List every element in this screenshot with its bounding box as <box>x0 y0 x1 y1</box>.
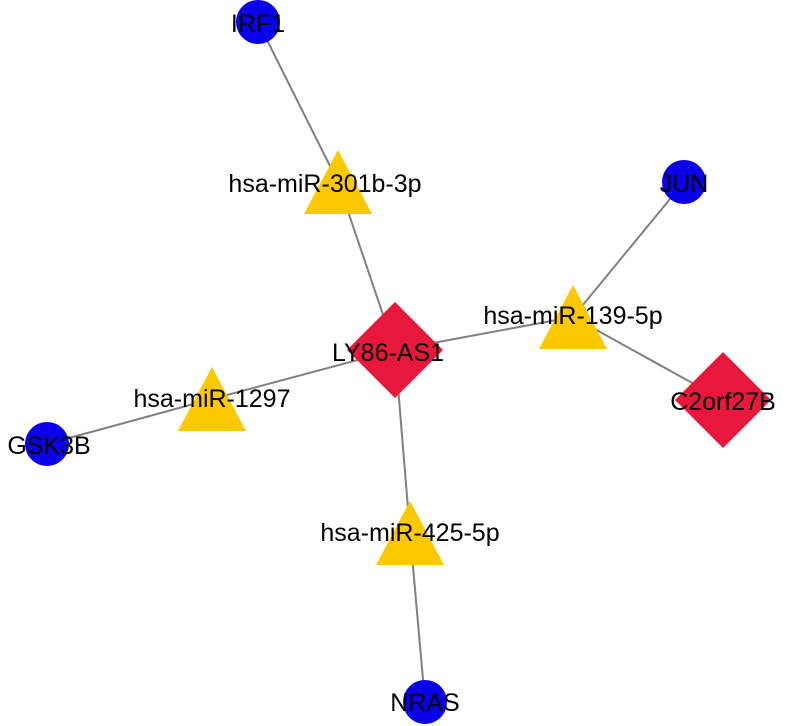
node-c2orf27b-diamond <box>675 352 771 448</box>
node-mir1297-triangle <box>178 367 246 431</box>
edge-mir139-jun <box>572 181 685 318</box>
node-mir139-triangle <box>539 285 607 349</box>
node-gsk3b-circle <box>25 422 69 466</box>
node-label-c2orf27b: C2orf27B <box>670 388 776 416</box>
node-ly86-diamond <box>347 302 443 398</box>
node-label-ly86: LY86-AS1 <box>332 339 444 367</box>
node-mir425-triangle <box>376 501 444 565</box>
node-label-jun: JUN <box>660 170 709 198</box>
node-irf1-circle <box>236 0 280 44</box>
node-label-mir425: hsa-miR-425-5p <box>320 519 499 547</box>
node-nras-circle <box>403 680 447 724</box>
nodes-layer <box>25 0 771 724</box>
edge-irf1-mir301b <box>257 21 339 183</box>
node-label-gsk3b: GSK3B <box>7 432 90 460</box>
node-label-mir1297: hsa-miR-1297 <box>133 385 290 413</box>
node-mir301b-triangle <box>304 150 372 214</box>
node-label-mir301b: hsa-miR-301b-3p <box>228 170 421 198</box>
node-jun-circle <box>662 160 706 204</box>
edge-mir1297-gsk3b <box>46 398 213 445</box>
node-label-irf1: IRF1 <box>231 10 285 38</box>
node-label-nras: NRAS <box>390 689 459 717</box>
node-label-mir139: hsa-miR-139-5p <box>483 302 662 330</box>
